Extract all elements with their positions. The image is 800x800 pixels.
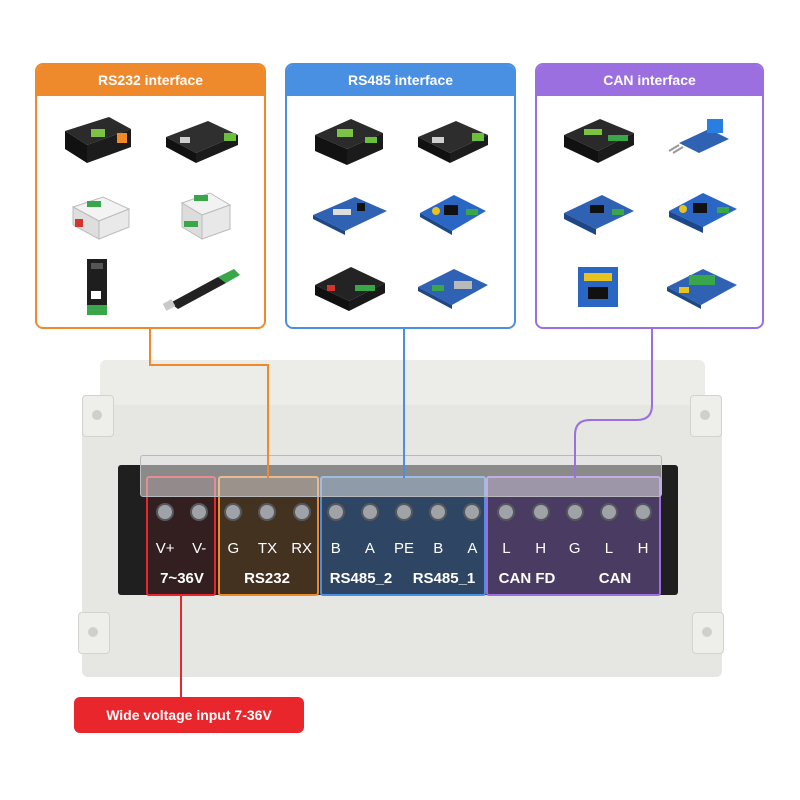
mounting-ear-top-left bbox=[82, 395, 114, 437]
pin-label-vminus: V- bbox=[192, 540, 207, 557]
rs232-ethernet-server-image bbox=[155, 104, 251, 174]
pin-label-rs232-tx: TX bbox=[257, 540, 278, 557]
rs485-interface-panel: RS485 interface bbox=[285, 63, 516, 329]
group-label-can-fd: CAN FD bbox=[498, 570, 556, 587]
pin-label-canfd-l: L bbox=[502, 540, 511, 557]
can-shield-image bbox=[551, 252, 646, 322]
can-analyzer-image bbox=[551, 104, 646, 174]
can-expansion-board-image bbox=[654, 178, 749, 248]
can-panel-title: CAN interface bbox=[537, 65, 762, 96]
terminal-screw[interactable] bbox=[285, 495, 319, 529]
pin-label-rs485-2-b: B bbox=[330, 540, 341, 557]
can-interface-panel: CAN interface bbox=[535, 63, 764, 329]
terminal-screws bbox=[148, 495, 660, 529]
terminal-cover bbox=[140, 455, 662, 497]
terminal-screw[interactable] bbox=[592, 495, 626, 529]
can-relay-hat-image bbox=[654, 252, 749, 322]
rs232-converter-industrial-image bbox=[51, 104, 147, 174]
rs485-enclosed-converter-image bbox=[301, 104, 397, 174]
rs232-usb-cable-adapter-image bbox=[155, 252, 251, 322]
rs232-din-rail-compact-image bbox=[155, 178, 251, 248]
pin-label-canfd-h: H bbox=[535, 540, 547, 557]
wide-voltage-callout: Wide voltage input 7-36V bbox=[74, 697, 304, 733]
mounting-ear-bottom-left bbox=[78, 612, 110, 654]
pin-label-rs485-1-a: A bbox=[467, 540, 478, 557]
terminal-screw[interactable] bbox=[387, 495, 421, 529]
terminal-screw[interactable] bbox=[250, 495, 284, 529]
rs232-usb-dongle-black-image bbox=[51, 252, 147, 322]
terminal-screw[interactable] bbox=[216, 495, 250, 529]
terminal-screw[interactable] bbox=[319, 495, 353, 529]
rs232-din-rail-module-image bbox=[51, 178, 147, 248]
pin-label-rs232-g: G bbox=[227, 540, 240, 557]
terminal-screw[interactable] bbox=[455, 495, 489, 529]
group-label-rs232: RS232 bbox=[244, 570, 290, 587]
mounting-ear-top-right bbox=[690, 395, 722, 437]
pin-label-rs485-1-b: B bbox=[433, 540, 444, 557]
terminal-screw[interactable] bbox=[558, 495, 592, 529]
group-label-rs485-1: RS485_1 bbox=[412, 570, 476, 587]
pin-label-vplus: V+ bbox=[155, 540, 175, 557]
mounting-ear-bottom-right bbox=[692, 612, 724, 654]
rs485-expansion-board-image bbox=[405, 178, 501, 248]
pin-label-can-g: G bbox=[568, 540, 581, 557]
terminal-screw[interactable] bbox=[182, 495, 216, 529]
rs485-db9-board-image bbox=[405, 252, 501, 322]
terminal-screw[interactable] bbox=[524, 495, 558, 529]
terminal-screw[interactable] bbox=[148, 495, 182, 529]
terminal-screw[interactable] bbox=[421, 495, 455, 529]
group-label-rs485-2: RS485_2 bbox=[329, 570, 393, 587]
group-label-can: CAN bbox=[598, 570, 632, 587]
rs232-panel-title: RS232 interface bbox=[37, 65, 264, 96]
group-label-power: 7~36V bbox=[160, 570, 204, 587]
pin-label-pe: PE bbox=[394, 540, 415, 557]
rs485-panel-title: RS485 interface bbox=[287, 65, 514, 96]
rs485-ethernet-server-image bbox=[405, 104, 501, 174]
group-labels: 7~36V RS232 RS485_2 RS485_1 CAN FD CAN bbox=[148, 564, 660, 594]
pin-label-can-l: L bbox=[604, 540, 614, 557]
rs485-pi-hat-image bbox=[301, 178, 397, 248]
can-transceiver-board-image bbox=[654, 104, 749, 174]
terminal-screw[interactable] bbox=[626, 495, 660, 529]
terminal-screw[interactable] bbox=[489, 495, 523, 529]
terminal-screw[interactable] bbox=[353, 495, 387, 529]
can-pi-hat-image bbox=[551, 178, 646, 248]
rs485-relay-board-image bbox=[301, 252, 397, 322]
pin-label-rs485-2-a: A bbox=[364, 540, 375, 557]
rs232-interface-panel: RS232 interface bbox=[35, 63, 266, 329]
pin-label-rs232-rx: RX bbox=[291, 540, 313, 557]
pin-label-can-h: H bbox=[637, 540, 649, 557]
pin-labels: V+ V- G TX RX B A PE B A L H G L H bbox=[148, 534, 660, 564]
